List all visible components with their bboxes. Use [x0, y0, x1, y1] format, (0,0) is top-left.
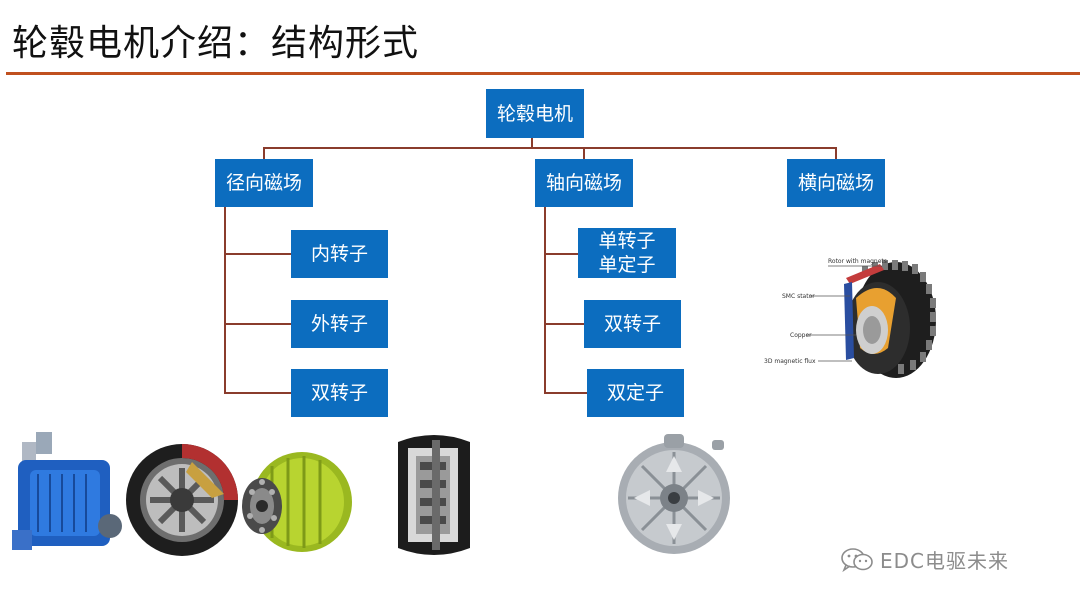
node-inner-rotor: 内转子 — [291, 230, 388, 278]
watermark-text: EDC电驱未来 — [880, 549, 1010, 573]
axial-single-stator-wheel-image — [398, 435, 470, 555]
label-copper: Copper — [790, 332, 812, 339]
connector-radial-child-2 — [224, 323, 291, 325]
transverse-flux-motor-image: Rotor with magnets SMC stator Copper 3D … — [764, 258, 936, 378]
outer-rotor-wheel-image — [126, 444, 238, 556]
label-rotor-with-magnets: Rotor with magnets — [828, 258, 887, 265]
connector-transverse-drop — [835, 147, 837, 159]
node-single-rotor-single-stator: 单转子单定子 — [578, 228, 676, 278]
label-3d-magnetic-flux: 3D magnetic flux — [764, 358, 816, 365]
node-radial-field: 径向磁场 — [215, 159, 313, 207]
connector-radial-child-1 — [224, 253, 291, 255]
node-outer-rotor: 外转子 — [291, 300, 388, 348]
axial-dual-stator-motor-image — [618, 434, 730, 554]
node-transverse-field: 横向磁场 — [787, 159, 885, 207]
node-axial-dual-rotor: 双转子 — [584, 300, 681, 348]
connector-radial-trunk — [224, 207, 226, 393]
connector-axial-child-2 — [544, 323, 584, 325]
node-root: 轮毂电机 — [486, 89, 584, 138]
connector-root-down — [531, 138, 533, 148]
connector-axial-child-1 — [544, 253, 578, 255]
connector-radial-drop — [263, 147, 265, 159]
title-divider — [6, 72, 1080, 75]
connector-axial-drop — [583, 147, 585, 159]
connector-axial-trunk — [544, 207, 546, 393]
connector-main-horizontal — [263, 147, 837, 149]
page-title: 轮毂电机介绍：结构形式 — [12, 23, 420, 64]
label-smc-stator: SMC stator — [782, 293, 815, 300]
dual-rotor-wheel-image — [242, 452, 352, 552]
watermark: EDC电驱未来 — [840, 545, 1009, 574]
node-axial-field: 轴向磁场 — [535, 159, 633, 207]
wechat-icon — [841, 547, 873, 572]
node-dual-stator: 双定子 — [587, 369, 684, 417]
connector-axial-child-3 — [544, 392, 587, 394]
inner-rotor-motor-image — [12, 432, 122, 550]
node-radial-dual-rotor: 双转子 — [291, 369, 388, 417]
connector-radial-child-3 — [224, 392, 291, 394]
